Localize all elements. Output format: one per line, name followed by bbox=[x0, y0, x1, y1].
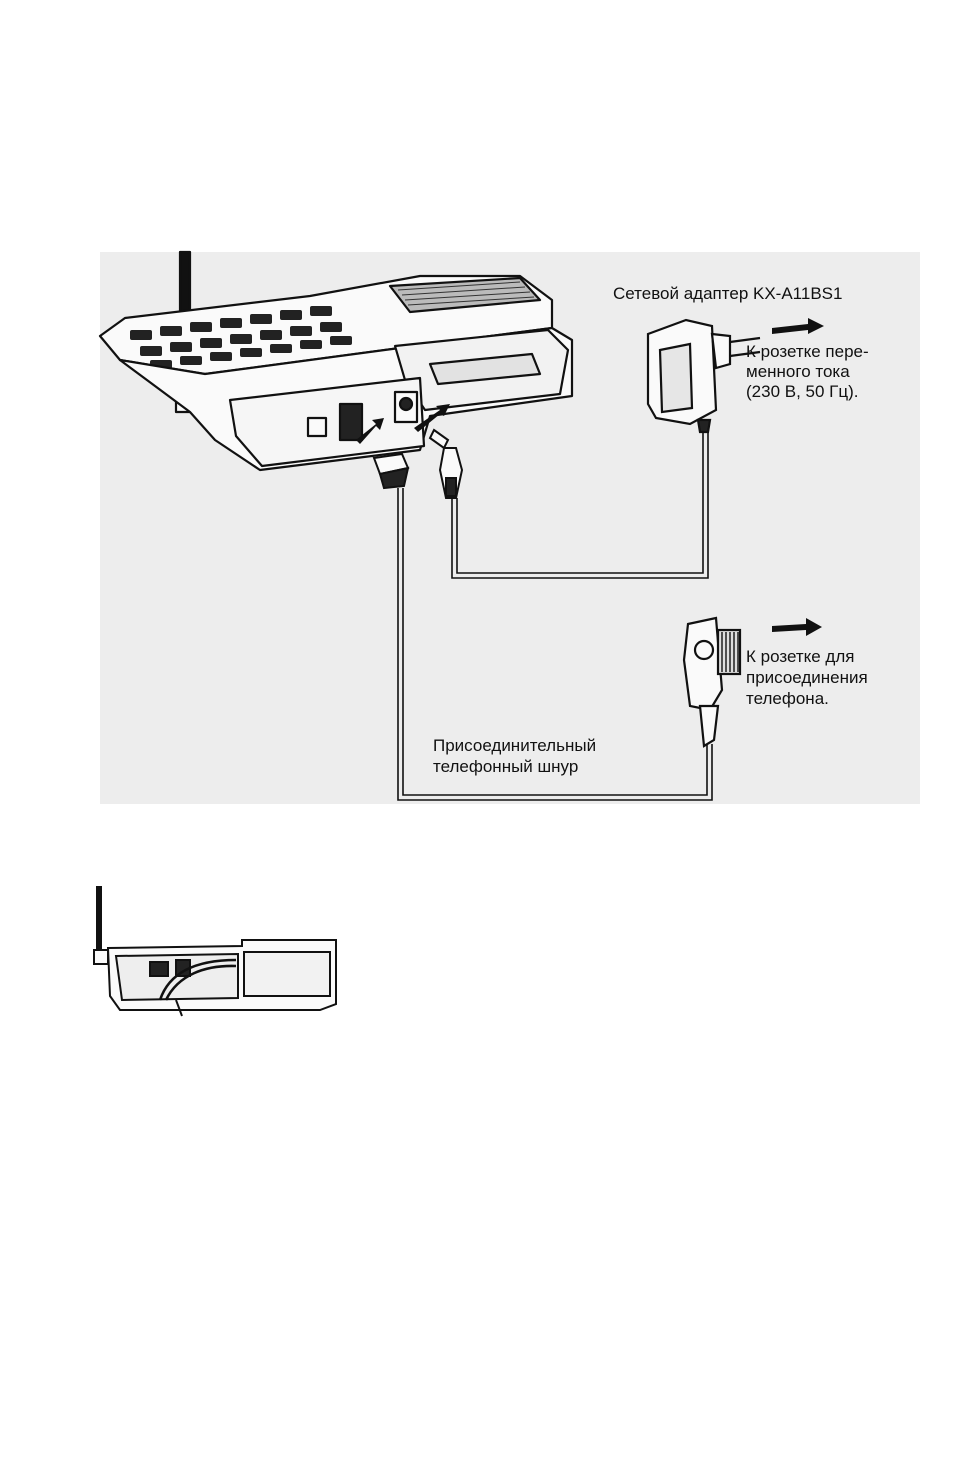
base-unit-side-view bbox=[94, 886, 336, 1016]
cord-label-line2: телефонный шнур bbox=[433, 757, 578, 777]
power-cord bbox=[452, 430, 708, 578]
modular-plug-icon bbox=[374, 454, 408, 488]
ac-outlet-label-line2: менного тока bbox=[746, 362, 850, 382]
tel-outlet-label-line1: К розетке для bbox=[746, 647, 854, 667]
ac-adapter-icon bbox=[648, 320, 760, 432]
base-unit-drawing bbox=[100, 252, 572, 470]
phone-plug-icon bbox=[684, 618, 740, 746]
ac-outlet-label-line3: (230 В, 50 Гц). bbox=[746, 382, 859, 402]
adapter-title: Сетевой адаптер KX-A11BS1 bbox=[613, 284, 842, 304]
power-plug-icon bbox=[430, 430, 462, 498]
ac-outlet-label-line1: К розетке пере- bbox=[746, 342, 869, 362]
tel-outlet-label-line3: телефона. bbox=[746, 689, 829, 709]
cord-label-line1: Присоединительный bbox=[433, 736, 596, 756]
tel-outlet-label-line2: присоединения bbox=[746, 668, 868, 688]
